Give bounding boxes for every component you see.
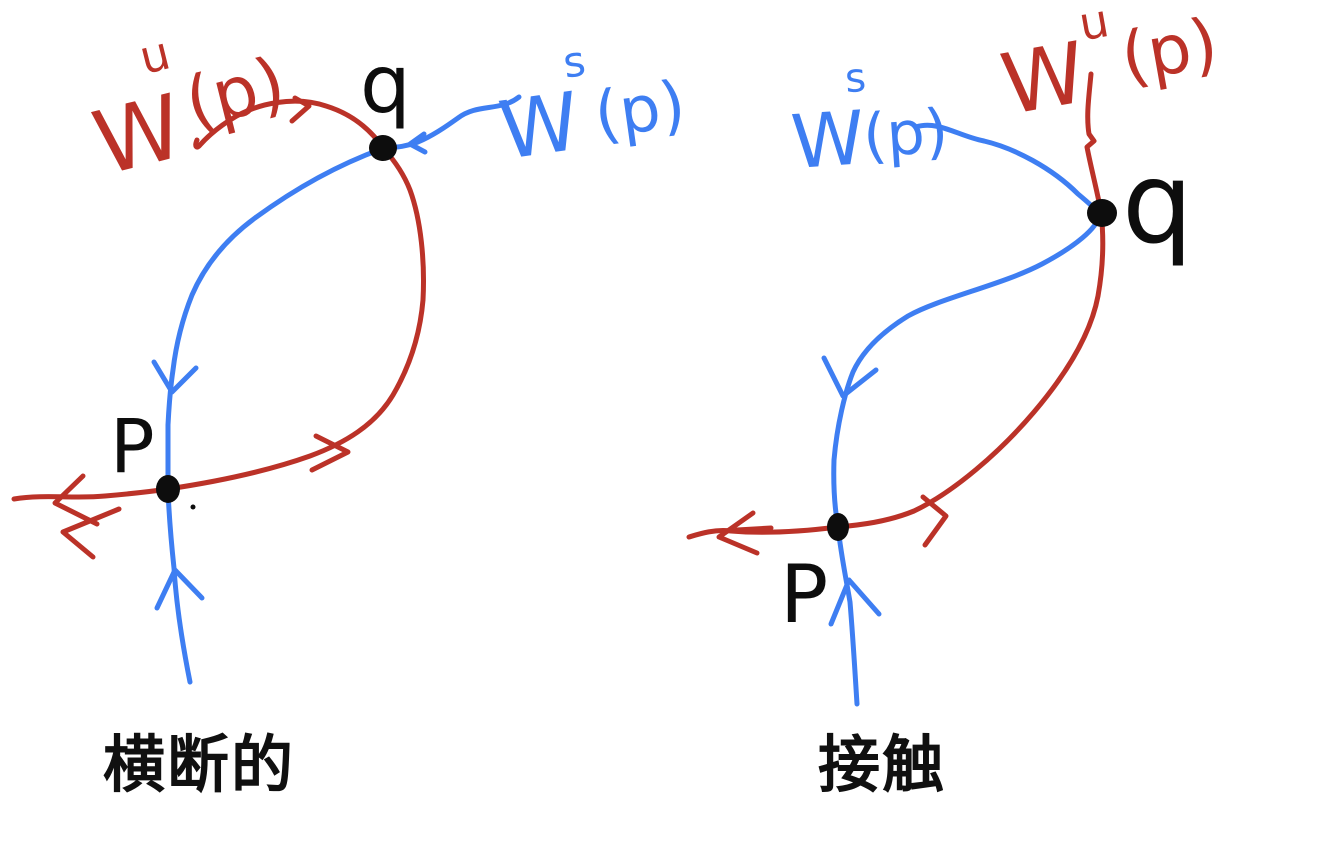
left-unstable-label-arg: (p) [177, 41, 293, 145]
right-unstable-right-arrowhead-icon [920, 494, 949, 548]
right-diagram: q P W u (p) W s (p) [686, 0, 1224, 707]
right-point-p-label: P [780, 548, 828, 641]
left-point-p-dot [156, 475, 180, 503]
left-unstable-left-arrowhead-icon [52, 473, 100, 527]
right-unstable-left-arrow-dash-icon [734, 525, 774, 533]
left-stray-dot [190, 504, 196, 510]
right-stable-manifold-curve [831, 122, 1102, 707]
left-stable-label: W s (p) [494, 36, 690, 178]
right-point-q-label: q [1122, 139, 1193, 269]
left-stable-q-arrowhead-icon [407, 131, 428, 155]
left-unstable-left-arrowhead2-icon [60, 506, 122, 560]
right-unstable-label-base: W [994, 23, 1093, 134]
left-unstable-loop-arrowhead-icon [309, 433, 351, 473]
left-unstable-label-sup: u [134, 25, 175, 84]
right-stable-label: W s (p) [788, 55, 951, 186]
left-unstable-top-arrowhead-icon [289, 95, 312, 124]
left-unstable-label-base: W [84, 75, 193, 196]
right-caption: 接触 [818, 728, 947, 801]
right-stable-up-arrowhead-icon [828, 577, 882, 627]
left-diagram: q P W u (p) W s (p) [11, 25, 690, 685]
left-stable-label-base: W [494, 75, 585, 178]
right-stable-label-sup: s [844, 55, 868, 102]
left-stable-down-arrowhead-icon [151, 359, 199, 395]
left-point-q-label: q [360, 38, 411, 131]
right-unstable-left-arrowhead-icon [716, 510, 760, 556]
left-stable-label-arg: (p) [590, 68, 690, 154]
right-unstable-label-arg: (p) [1115, 4, 1223, 99]
right-point-p-dot [827, 513, 849, 541]
right-point-q-dot [1087, 199, 1117, 227]
right-stable-down-arrowhead-icon [821, 355, 879, 399]
left-point-p-label: P [110, 404, 155, 490]
left-point-q-dot [369, 135, 397, 161]
right-stable-label-arg: (p) [861, 96, 951, 172]
right-unstable-label: W u (p) [994, 0, 1223, 134]
right-unstable-manifold-curve [686, 71, 1106, 540]
left-stable-manifold-curve [165, 94, 522, 685]
left-unstable-manifold-curve [11, 98, 426, 502]
right-stable-label-base: W [788, 95, 867, 186]
left-unstable-label: W u (p) [84, 25, 293, 196]
right-unstable-label-sup: u [1075, 0, 1113, 51]
left-stable-up-arrowhead-icon [154, 567, 205, 611]
left-caption: 横断的 [103, 728, 296, 801]
